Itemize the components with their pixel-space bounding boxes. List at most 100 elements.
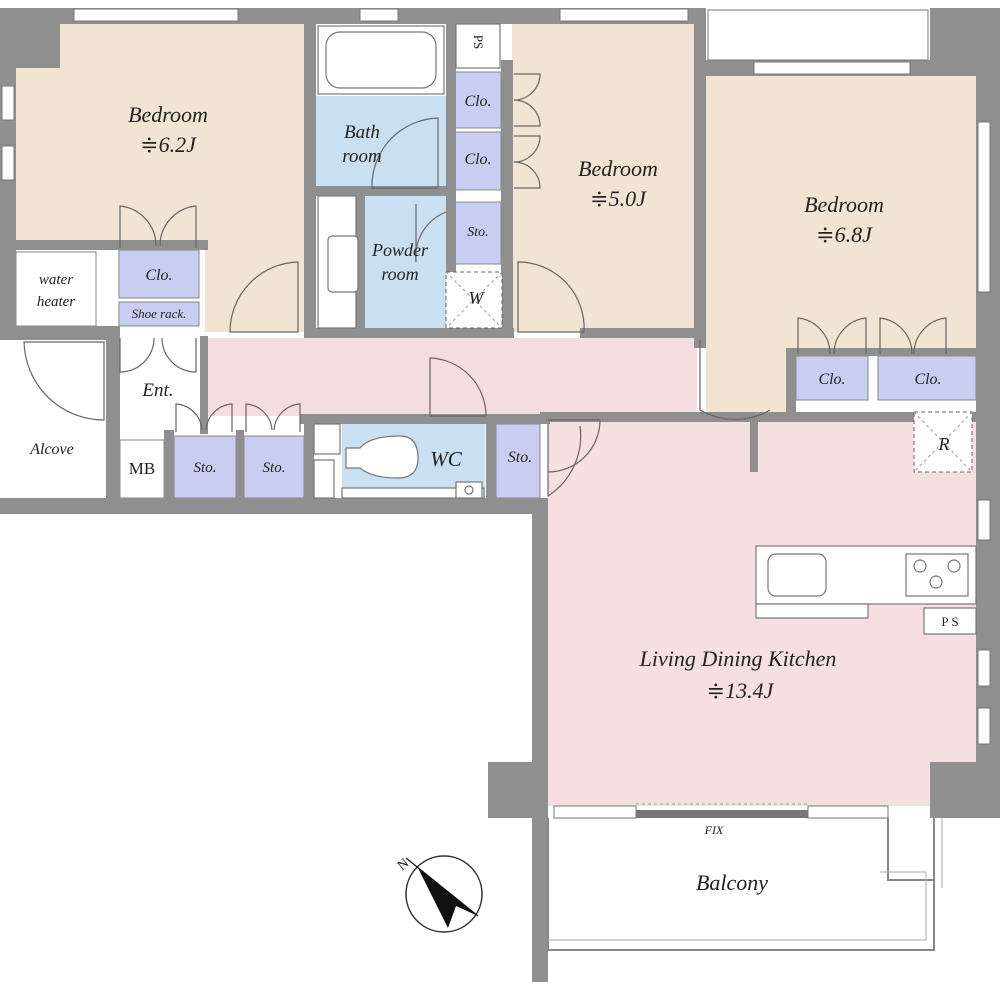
fridge-cross-2	[913, 411, 973, 473]
window-bedroom1-top	[73, 8, 239, 22]
wall-bedroom2-right	[694, 8, 706, 348]
bedroom-2-size: ≑5.0J	[590, 186, 647, 211]
stove-burner-1	[913, 559, 927, 573]
wall-bedroom3-bottom	[786, 348, 976, 356]
alcove-label: Alcove	[29, 441, 74, 458]
sto-hall-2-label: Sto.	[263, 460, 286, 476]
door-bedroom2	[517, 261, 585, 333]
door-clo-b3-r2	[913, 317, 947, 355]
compass-line	[405, 857, 479, 917]
compass-needle	[418, 868, 478, 928]
sto-powder-label: Sto.	[467, 225, 488, 240]
wall-bedroom1-bottom	[8, 240, 208, 250]
wall-water-heater-bottom	[8, 326, 120, 340]
door-clo-bath-1	[513, 73, 541, 101]
window-bedroom1-left-b	[1, 145, 15, 181]
wall-sto-mid	[236, 430, 244, 500]
ps-top-box	[455, 23, 501, 69]
labels: Bedroom ≑6.2J Bedroom ≑5.0J Bedroom ≑6.8…	[29, 35, 958, 895]
toilet-counter	[341, 487, 485, 499]
wall-ent-right	[200, 336, 208, 434]
wall-bedroom3-closet-left	[786, 348, 796, 414]
clo-bedroom1-box	[118, 249, 200, 299]
washer-label: W	[469, 288, 486, 308]
wall-closet-right	[501, 60, 513, 338]
clo-bedroom3-left-label: Clo.	[818, 371, 845, 388]
water-heater-line1: water	[39, 272, 73, 288]
bedroom-2-floor	[512, 24, 695, 332]
door-clo-b3-r1	[879, 317, 913, 355]
shoe-rack-label: Shoe rack.	[132, 306, 187, 321]
door-powder	[415, 204, 447, 263]
windows	[1, 8, 991, 819]
sto-hall-1-label: Sto.	[194, 460, 217, 476]
door-clo-bath-3	[513, 135, 541, 163]
wall-ldk-bottom-right	[930, 762, 1000, 818]
window-bedroom2-top	[559, 8, 689, 22]
wc-label: WC	[430, 447, 462, 471]
sto-wc-box	[495, 423, 541, 499]
washer-cross-1	[445, 271, 503, 329]
clo-bedroom1-label: Clo.	[145, 267, 172, 284]
door-clo-bedroom1-r	[159, 205, 197, 248]
wall-storage-bottom	[0, 498, 548, 514]
balcony-outline-inner	[548, 871, 927, 941]
powder-line2: room	[381, 264, 418, 284]
door-bedroom3	[699, 340, 771, 420]
sto-hall-1-box	[173, 435, 237, 499]
window-ldk-bottom-right	[807, 805, 889, 819]
clo-bath-top-box	[454, 71, 502, 129]
door-shoe-l	[119, 337, 155, 373]
wall-bath-bottom	[316, 186, 456, 196]
clo-bath-bottom-box	[454, 131, 502, 191]
stove-burner-3	[929, 575, 943, 589]
bathtub-inner	[325, 31, 437, 89]
wall-sto-left	[164, 430, 174, 500]
window-bedroom3-top	[753, 61, 911, 75]
entrance-floor	[120, 338, 205, 430]
bath-floor	[316, 96, 446, 188]
ps-kitchen-label: P S	[941, 614, 958, 629]
compass: N	[395, 855, 483, 933]
toilet	[345, 435, 419, 479]
wall-ldk-stub	[750, 420, 758, 472]
bedroom-3-floor	[706, 76, 976, 348]
bedroom-1-floor-lower	[205, 240, 304, 332]
clo-bedroom3-right-label: Clo.	[914, 371, 941, 388]
water-heater-line2: heater	[37, 294, 75, 310]
bedroom-1-floor	[16, 24, 304, 240]
door-bedroom1	[229, 261, 299, 333]
fridge-label: R	[938, 434, 950, 454]
toilet-sink-drain	[464, 485, 474, 495]
ldk-name: Living Dining Kitchen	[639, 646, 837, 671]
door-ldk	[547, 419, 601, 473]
ps-kitchen-box	[923, 607, 977, 635]
closet-fills	[15, 71, 977, 499]
wall-hall-top-mid	[304, 328, 514, 338]
wall-ent-left	[106, 340, 120, 500]
door-sto-hall-2-r	[273, 403, 301, 432]
ps-top-label: PS	[471, 35, 486, 49]
door-ldk-leaf	[547, 424, 582, 498]
door-clo-bath-4	[513, 161, 541, 189]
window-bedroom3-right	[977, 121, 991, 293]
balcony-label: Balcony	[696, 870, 768, 895]
bedroom-1-name: Bedroom	[128, 102, 208, 127]
wall-bath-right	[446, 24, 456, 334]
bedroom-2-name: Bedroom	[578, 156, 658, 181]
wall-powder-left	[356, 196, 365, 328]
window-ldk-right-a	[977, 499, 991, 541]
door-sto-hall-1-l	[175, 403, 203, 432]
door-entrance	[23, 341, 105, 421]
window-ldk-bottom-left	[553, 805, 637, 819]
water-heater-box	[15, 251, 97, 327]
sto-wc-label: Sto.	[508, 449, 532, 466]
kitchen-counter-front	[755, 603, 869, 619]
window-bedroom1-left-a	[1, 85, 15, 121]
door-bath	[371, 117, 439, 189]
shoe-rack-box	[118, 301, 200, 327]
fridge-cross-1	[913, 411, 973, 473]
hallway-floor	[205, 338, 697, 416]
balcony-outline	[547, 818, 935, 951]
door-clo-bedroom1-l	[119, 205, 157, 248]
